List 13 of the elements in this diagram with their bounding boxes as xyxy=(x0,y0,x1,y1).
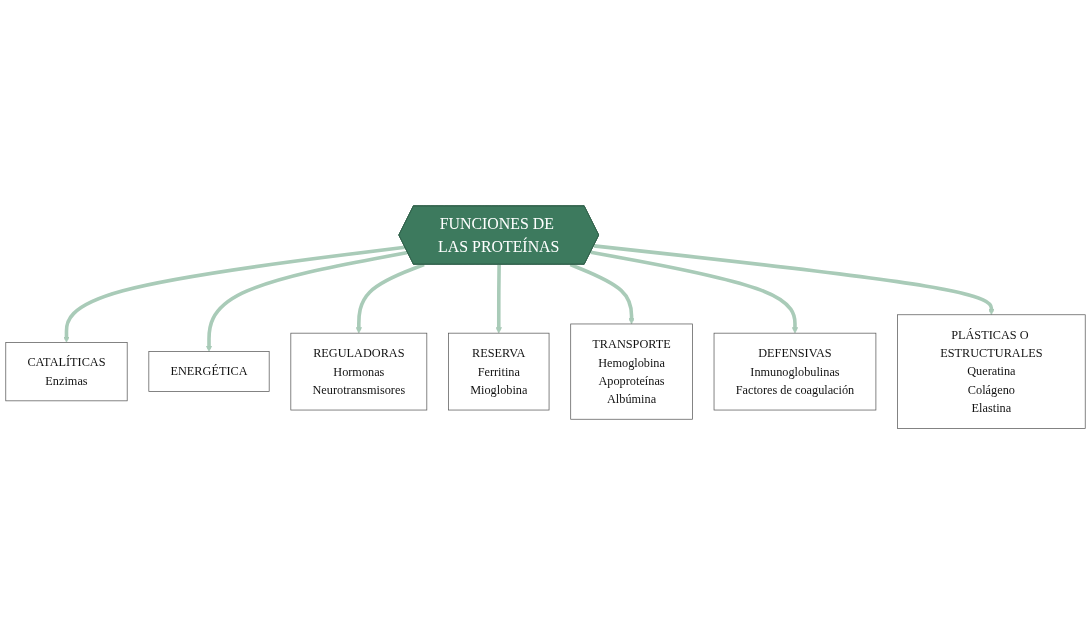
arrow xyxy=(495,264,502,334)
arrow xyxy=(355,262,425,334)
arrow xyxy=(63,245,406,343)
node-box: ENERGÉTICA xyxy=(148,351,270,392)
arrow xyxy=(593,243,995,315)
node-box: RESERVA Ferritina Mioglobina xyxy=(448,332,550,411)
node-box: REGULADORAS Hormonas Neurotransmisores xyxy=(290,332,428,411)
node-box: TRANSPORTE Hemoglobina Apoproteínas Albúmina xyxy=(570,323,693,420)
arrow xyxy=(590,250,799,334)
node-box: CATALÍTICAS Enzimas xyxy=(5,341,128,402)
arrow xyxy=(205,250,409,352)
node-box: DEFENSIVAS Inmunoglobulinas Factores de coagulación xyxy=(713,332,877,411)
node-box: PLÁSTICAS O ESTRUCTURALES Queratina Colágeno Elastina xyxy=(897,314,1086,429)
